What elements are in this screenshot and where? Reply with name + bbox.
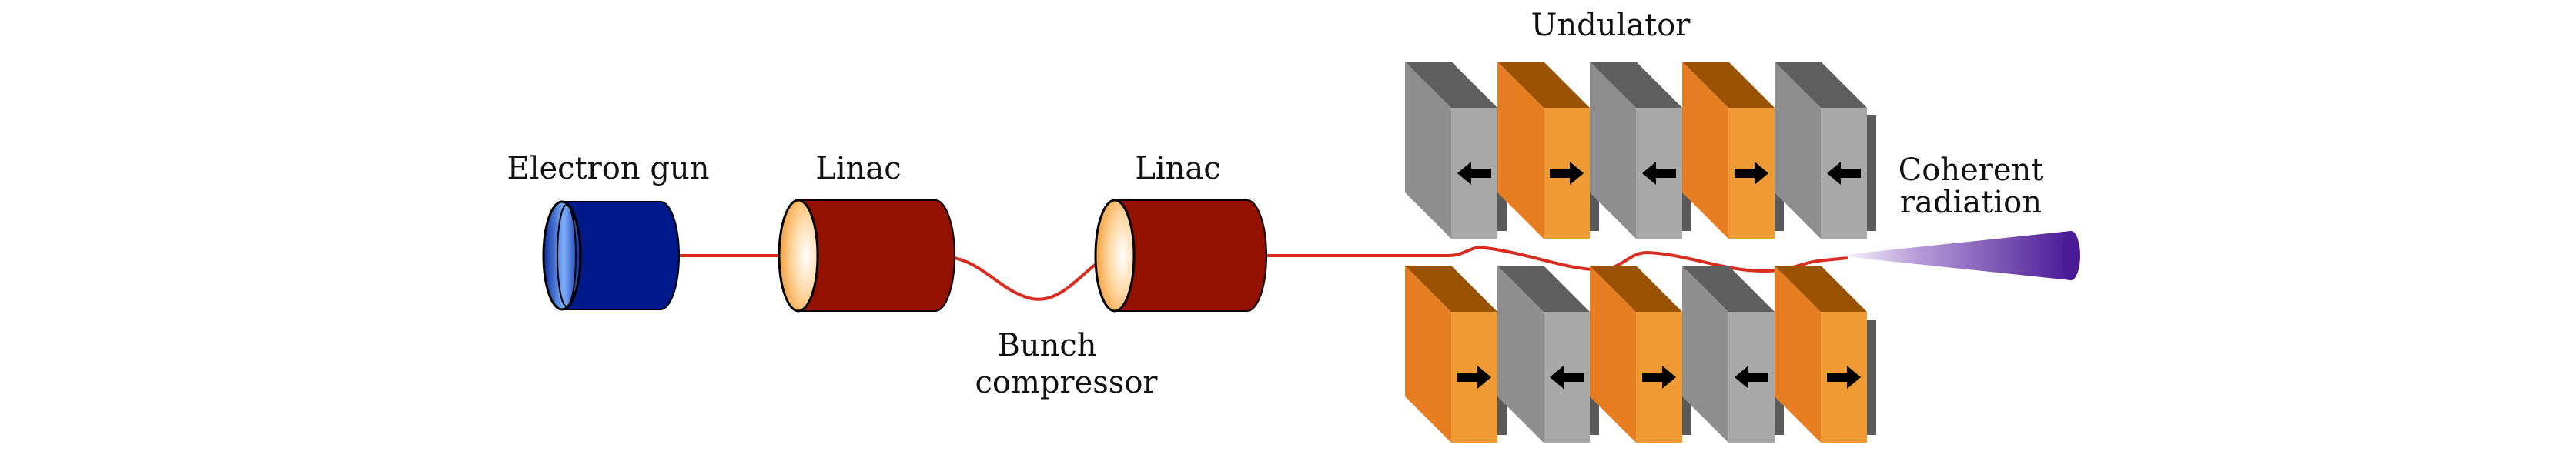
coherent-radiation-label-line1: Coherent bbox=[1899, 152, 2044, 188]
undulator-magnet-top-3 bbox=[1590, 62, 1691, 239]
field-arrow-left-icon bbox=[1550, 366, 1584, 389]
field-arrow-right-icon bbox=[1642, 366, 1676, 389]
undulator-label: Undulator bbox=[1531, 8, 1691, 43]
linac-1-label: Linac bbox=[815, 151, 901, 186]
field-arrow-left-icon bbox=[1642, 162, 1676, 185]
undulator-magnet-bottom-1 bbox=[1405, 266, 1507, 443]
undulator-magnet-top-4 bbox=[1682, 62, 1784, 239]
electron-gun bbox=[542, 200, 680, 311]
undulator-magnet-top-5 bbox=[1775, 62, 1876, 239]
electron-gun-label: Electron gun bbox=[507, 151, 710, 186]
field-arrow-left-icon bbox=[1735, 366, 1768, 389]
field-arrow-left-icon bbox=[1457, 162, 1491, 185]
field-arrow-right-icon bbox=[1827, 366, 1861, 389]
undulator-magnet-bottom-2 bbox=[1497, 266, 1599, 443]
coherent-radiation-label-line2: radiation bbox=[1900, 185, 2042, 220]
bunch-compressor-label-line2: compressor bbox=[975, 365, 1158, 400]
undulator bbox=[1405, 62, 1876, 443]
undulator-magnet-bottom-3 bbox=[1590, 266, 1691, 443]
coherent-radiation-beam bbox=[1836, 231, 2080, 280]
bunch-compressor-label-line1: Bunch bbox=[997, 328, 1096, 363]
undulator-magnet-top-2 bbox=[1497, 62, 1599, 239]
undulator-magnet-bottom-5 bbox=[1775, 266, 1876, 443]
field-arrow-right-icon bbox=[1457, 366, 1491, 389]
linac-1 bbox=[778, 199, 955, 313]
linac-2-label: Linac bbox=[1135, 151, 1220, 186]
field-arrow-right-icon bbox=[1735, 162, 1768, 185]
undulator-magnet-top-1 bbox=[1405, 62, 1507, 239]
undulator-magnet-bottom-4 bbox=[1682, 266, 1784, 443]
field-arrow-right-icon bbox=[1550, 162, 1584, 185]
linac-2 bbox=[1094, 199, 1267, 313]
field-arrow-left-icon bbox=[1827, 162, 1861, 185]
electron-beam bbox=[662, 246, 1848, 301]
